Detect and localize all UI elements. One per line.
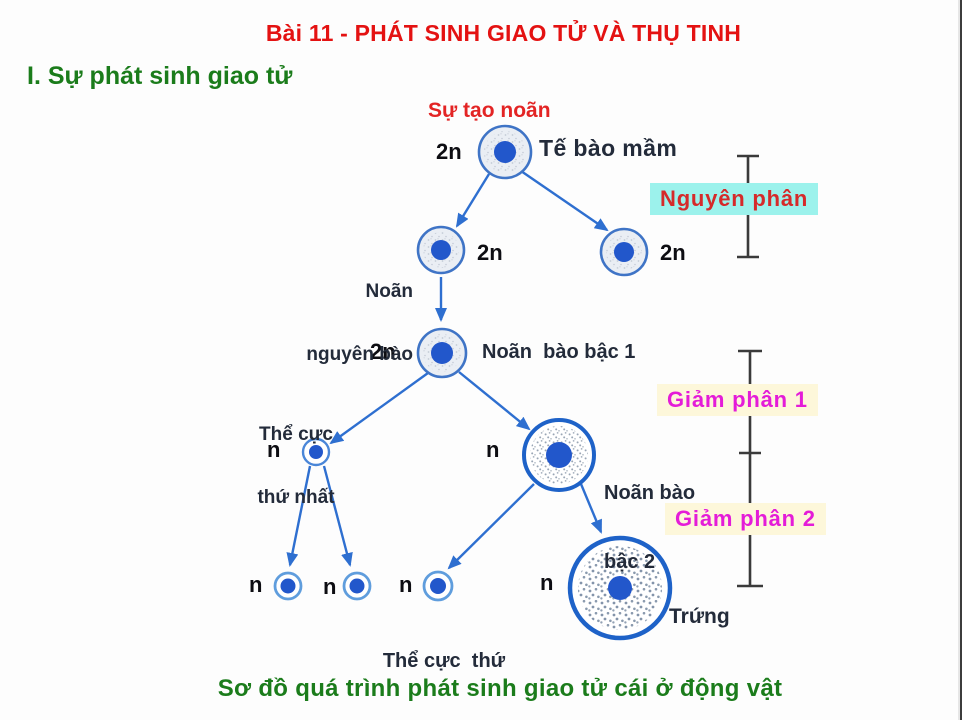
secondary-oocyte-label: Noãn bào bậc 2 [604,436,695,620]
ploidy-secondary-oocyte: n [486,437,500,462]
arrow-oocyte1-to-secondary-oocyte [458,371,531,431]
diagram-title: Sự tạo noãn [428,99,551,122]
meiosis1-phase-label: Giảm phân 1 [657,384,818,416]
first-polar-body-label-line1: Thể cực [259,424,333,445]
ploidy-primary-oocyte: 2n [370,339,396,364]
ploidy-first-polar-body: n [267,437,281,462]
ploidy-polar-body-b: n [323,574,337,599]
meiosis2-phase-label: Giảm phân 2 [665,503,826,535]
first-polar-body-cell [301,437,331,467]
ploidy-germ-cell: 2n [436,139,462,164]
first-polar-body-label: Thể cực thứ nhất [245,382,347,550]
ploidy-oogonium-right: 2n [660,240,686,265]
second-polar-body-cell-c [422,570,454,602]
first-polar-body-label-line2: thứ nhất [257,487,335,508]
egg-label: Trứng [669,605,730,628]
oogonium-label-line2: nguyên bào [306,344,413,365]
secondary-oocyte-label-line2: bậc 2 [604,551,656,573]
arrow-soc-to-egg [579,483,603,534]
arrow-oocyte1-to-first-polar-body [329,372,429,445]
lesson-title: Bài 11 - PHÁT SINH GIAO TỬ VÀ THỤ TINH [265,20,742,46]
ploidy-oogonium-left: 2n [477,240,503,265]
arrow-germ-to-right-oogonium [520,170,609,232]
division-arrows [286,170,609,570]
ploidy-egg: n [540,570,554,595]
second-polar-body-label: Thể cực thứ hai [374,604,514,720]
primary-oocyte-label: Noãn bào bậc 1 [482,341,636,363]
oogonium-label: Noãn nguyên bào [283,239,413,407]
second-polar-body-cell-b [342,571,372,601]
section-heading: I. Sự phát sinh giao tử [27,62,293,90]
diagram-caption: Sơ đồ quá trình phát sinh giao tử cái ở … [217,675,783,702]
arrow-germ-to-left-oogonium [455,173,491,228]
germ-cell-label: Tế bào mầm [539,135,678,161]
germ-cell [477,124,533,180]
oogonium-label-line1: Noãn [365,281,414,302]
ploidy-polar-body-a: n [249,572,263,597]
oogonium-right-cell [599,227,649,277]
slide-right-border [958,0,962,720]
secondary-oocyte-label-line1: Noãn bào [604,482,696,504]
secondary-oocyte-cell [522,418,596,492]
arrow-pb1-to-polar-body-b [322,465,353,567]
mitosis-phase-label: Nguyên phân [650,183,819,215]
second-polar-body-label-line1: Thể cực thứ [382,650,506,672]
arrow-pb1-to-polar-body-a [286,465,312,567]
second-polar-body-cell-a [273,571,303,601]
meiosis-bracket [737,349,763,588]
arrow-soc-to-polar-body-c [447,483,535,570]
primary-oocyte-cell [416,327,468,379]
ploidy-polar-body-c: n [399,572,413,597]
egg-cell [567,535,673,641]
oogonium-left-cell [416,225,466,275]
